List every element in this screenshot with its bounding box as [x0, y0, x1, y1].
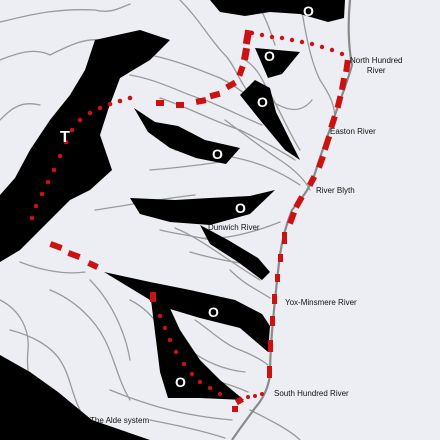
label-north-hundred-river: North Hundred River [350, 56, 403, 75]
land-shape-middle-block [134, 108, 240, 164]
river-line [229, 269, 271, 299]
river-line [194, 319, 269, 366]
land-shape-easton-spike [240, 80, 300, 160]
river-line [174, 227, 261, 281]
label-alde-system: The Alde system [90, 416, 150, 425]
river-line [9, 329, 81, 411]
river-line [149, 161, 221, 171]
land-shape-ridge [200, 225, 270, 280]
label-south-hundred-river: South Hundred River [274, 389, 349, 398]
land-shape-south-block [104, 272, 270, 352]
o-marker: O [303, 3, 314, 19]
t-marker: T [60, 129, 70, 146]
river-line [269, 99, 313, 111]
river-line [49, 289, 131, 401]
boundary-line [29, 29, 351, 412]
o-marker: O [212, 146, 223, 162]
o-marker: O [257, 94, 268, 110]
label-easton-river: Easton River [330, 127, 376, 136]
river-line [19, 261, 86, 274]
label-yox-minsmere-river: Yox-Minsmere River [285, 298, 357, 307]
o-marker: O [175, 374, 186, 390]
o-marker: O [208, 304, 219, 320]
river-line [249, 409, 301, 440]
label-river-blyth: River Blyth [316, 186, 355, 195]
river-line [179, 0, 256, 101]
land-shape-top [210, 0, 345, 22]
river-line [149, 419, 226, 439]
land-shape-north-triangle [255, 48, 300, 78]
river-line [224, 119, 311, 191]
o-marker: O [264, 48, 275, 64]
land-shape-southwest-wedge [150, 292, 244, 400]
o-marker: O [235, 200, 246, 216]
river-line [89, 279, 131, 361]
river-line [109, 389, 233, 421]
river-line [0, 39, 101, 61]
river-line [0, 103, 41, 121]
river-line [0, 3, 131, 23]
land-shape-west [0, 30, 170, 262]
land-shape-southwest-corner [0, 355, 150, 440]
land-shapes [0, 0, 345, 440]
river-line [299, 0, 336, 121]
land-shape-dunwich [130, 190, 275, 225]
label-dunwich-river: Dunwich River [208, 223, 260, 232]
